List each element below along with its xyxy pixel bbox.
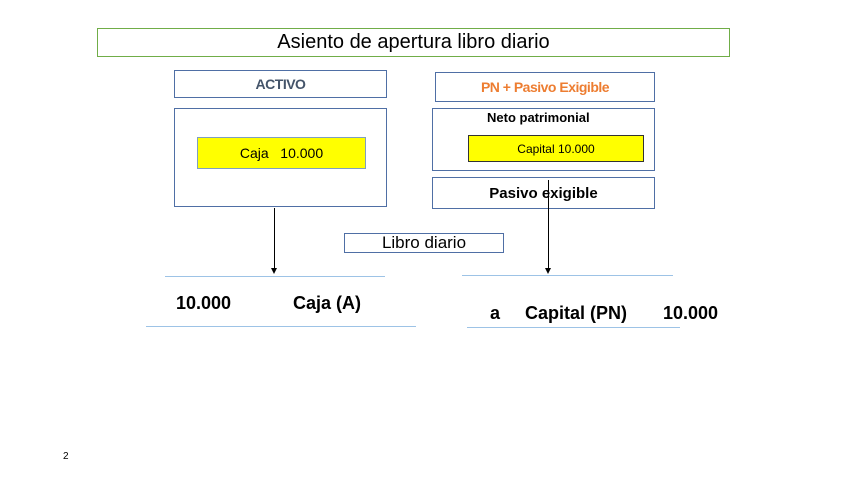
capital-highlight: Capital 10.000 — [468, 135, 644, 162]
right-bottom-line — [467, 327, 680, 328]
credit-account: Capital (PN) — [525, 303, 628, 323]
activo-header: ACTIVO — [255, 76, 306, 92]
libro-diario-box: Libro diario — [344, 233, 504, 253]
left-bottom-line — [146, 326, 416, 327]
activo-header-box: ACTIVO — [174, 70, 387, 98]
pasivo-label: Pasivo exigible — [489, 184, 598, 202]
caja-item: Caja 10.000 — [239, 145, 324, 161]
left-top-line — [165, 276, 385, 277]
pn-header: PN + Pasivo Exigible — [480, 79, 610, 95]
neto-label: Neto patrimonial — [487, 110, 590, 125]
libro-diario-label: Libro diario — [381, 233, 467, 252]
right-top-line — [462, 275, 673, 276]
debit-account: Caja (A) — [293, 293, 362, 313]
capital-item: Capital 10.000 — [517, 141, 595, 156]
pasivo-box: Pasivo exigible — [432, 177, 655, 209]
credit-prefix: a — [490, 303, 501, 323]
slide-title: Asiento de apertura libro diario — [277, 31, 550, 53]
credit-amount: 10.000 — [663, 303, 719, 323]
caja-highlight: Caja 10.000 — [197, 137, 366, 169]
title-box: Asiento de apertura libro diario — [97, 28, 730, 57]
page-number: 2 — [63, 451, 69, 462]
debit-amount: 10.000 — [176, 293, 232, 313]
pn-header-box: PN + Pasivo Exigible — [435, 72, 655, 102]
arrow-right — [545, 180, 551, 274]
arrow-left — [271, 208, 277, 274]
